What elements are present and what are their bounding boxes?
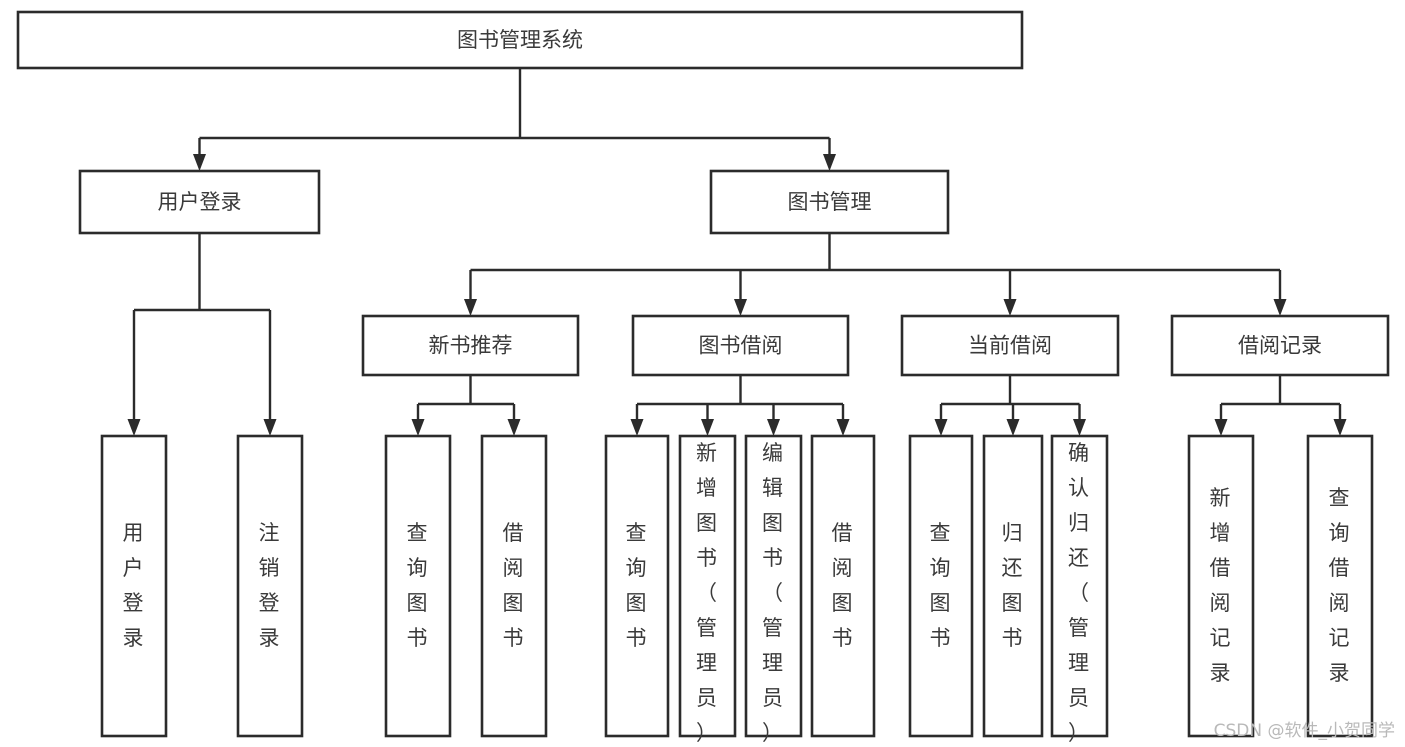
leaf-label-leaf-borrow-book: 借阅图书 (832, 521, 855, 650)
connectors-layer (127, 68, 1347, 436)
leaf-label-leaf-add-book-admin: 新增图书（管理员） (696, 441, 719, 745)
new-book-recommend-to-leaves-drop-0-arrowhead (411, 419, 425, 436)
node-book-management[interactable]: 图书管理 (709, 169, 950, 235)
leaf-leaf-return-book[interactable]: 归还图书 (982, 434, 1044, 738)
node-box-current-borrow (900, 314, 1120, 377)
leaf-leaf-query-book-borrow[interactable]: 查询图书 (604, 434, 670, 738)
book-borrow-to-leaves-drop-3-arrowhead (836, 419, 850, 436)
node-book-borrow[interactable]: 图书借阅 (631, 314, 850, 377)
node-label-book-management: 图书管理 (788, 190, 872, 214)
borrow-record-to-leaves-drop-1-arrowhead (1333, 419, 1347, 436)
userlogin-to-leaves-drop-1-arrowhead (263, 419, 277, 436)
leaf-leaf-logout[interactable]: 注销登录 (236, 434, 304, 738)
node-box-new-book-recommend (361, 314, 580, 377)
book-borrow-to-leaves-drop-2-arrowhead (767, 419, 780, 436)
node-box-root (16, 10, 1024, 70)
root-to-level2-drop-0-arrowhead (193, 154, 206, 171)
nodes-layer: 图书管理系统用户登录图书管理新书推荐图书借阅当前借阅借阅记录用户登录注销登录查询… (16, 10, 1390, 745)
node-root[interactable]: 图书管理系统 (16, 10, 1024, 70)
node-label-user-login: 用户登录 (158, 190, 242, 214)
node-new-book-recommend[interactable]: 新书推荐 (361, 314, 580, 377)
node-box-book-borrow (631, 314, 850, 377)
current-borrow-to-leaves-drop-1-arrowhead (1006, 419, 1020, 436)
leaf-box-leaf-confirm-return-admin (1050, 434, 1109, 738)
leaf-label-leaf-return-book: 归还图书 (1002, 521, 1025, 650)
leaf-leaf-query-book-current[interactable]: 查询图书 (908, 434, 974, 738)
leaf-label-leaf-confirm-return-admin: 确认归还（管理员） (1068, 441, 1091, 745)
bookmgmt-to-level3-drop-1-arrowhead (734, 299, 747, 316)
bookmgmt-to-level3-drop-3-arrowhead (1273, 299, 1287, 316)
borrow-record-to-leaves-drop-0-arrowhead (1214, 419, 1228, 436)
new-book-recommend-to-leaves-drop-1-arrowhead (507, 419, 521, 436)
leaf-box-leaf-user-login (100, 434, 168, 738)
book-borrow-to-leaves-drop-0-arrowhead (630, 419, 644, 436)
leaf-label-leaf-query-book-recommend: 查询图书 (407, 521, 430, 650)
root-to-level2-drop-1-arrowhead (823, 154, 836, 171)
leaf-label-leaf-borrow-book-recommend: 借阅图书 (503, 521, 526, 650)
node-box-borrow-record (1170, 314, 1390, 377)
leaf-label-leaf-logout: 注销登录 (259, 521, 282, 650)
node-box-book-management (709, 169, 950, 235)
node-label-current-borrow: 当前借阅 (968, 334, 1052, 358)
leaf-box-leaf-logout (236, 434, 304, 738)
bookmgmt-to-level3-drop-2-arrowhead (1003, 299, 1017, 316)
leaf-box-leaf-edit-book-admin (744, 434, 803, 738)
leaf-label-leaf-query-borrow-record: 查询借阅记录 (1329, 486, 1352, 685)
node-label-root: 图书管理系统 (457, 28, 583, 52)
leaf-box-leaf-query-book-recommend (384, 434, 452, 738)
leaf-leaf-borrow-book-recommend[interactable]: 借阅图书 (480, 434, 548, 738)
userlogin-to-leaves-drop-0-arrowhead (127, 419, 141, 436)
leaf-label-leaf-add-borrow-record: 新增借阅记录 (1210, 486, 1233, 685)
leaf-box-leaf-add-borrow-record (1187, 434, 1255, 738)
node-box-user-login (78, 169, 321, 235)
node-label-book-borrow: 图书借阅 (699, 334, 783, 358)
leaf-leaf-user-login[interactable]: 用户登录 (100, 434, 168, 738)
leaf-leaf-query-borrow-record[interactable]: 查询借阅记录 (1306, 434, 1374, 738)
leaf-leaf-edit-book-admin[interactable]: 编辑图书（管理员） (744, 434, 803, 745)
current-borrow-to-leaves-drop-0-arrowhead (934, 419, 948, 436)
leaf-label-leaf-edit-book-admin: 编辑图书（管理员） (762, 441, 785, 745)
leaf-box-leaf-query-book-borrow (604, 434, 670, 738)
bookmgmt-to-level3-drop-0-arrowhead (464, 299, 477, 316)
leaf-box-leaf-query-book-current (908, 434, 974, 738)
node-current-borrow[interactable]: 当前借阅 (900, 314, 1120, 377)
current-borrow-to-leaves-drop-2-arrowhead (1073, 419, 1086, 436)
node-borrow-record[interactable]: 借阅记录 (1170, 314, 1390, 377)
leaf-box-leaf-add-book-admin (678, 434, 737, 738)
node-label-borrow-record: 借阅记录 (1238, 334, 1322, 358)
leaf-box-leaf-borrow-book-recommend (480, 434, 548, 738)
leaf-leaf-borrow-book[interactable]: 借阅图书 (810, 434, 876, 738)
leaf-box-leaf-query-borrow-record (1306, 434, 1374, 738)
leaf-leaf-confirm-return-admin[interactable]: 确认归还（管理员） (1050, 434, 1109, 745)
book-borrow-to-leaves-drop-1-arrowhead (701, 419, 714, 436)
leaf-leaf-add-book-admin[interactable]: 新增图书（管理员） (678, 434, 737, 745)
leaf-leaf-query-book-recommend[interactable]: 查询图书 (384, 434, 452, 738)
leaf-box-leaf-return-book (982, 434, 1044, 738)
leaf-label-leaf-query-book-borrow: 查询图书 (626, 521, 649, 650)
leaf-box-leaf-borrow-book (810, 434, 876, 738)
node-label-new-book-recommend: 新书推荐 (429, 334, 513, 358)
leaf-label-leaf-query-book-current: 查询图书 (930, 521, 953, 650)
leaf-leaf-add-borrow-record[interactable]: 新增借阅记录 (1187, 434, 1255, 738)
node-user-login[interactable]: 用户登录 (78, 169, 321, 235)
leaf-label-leaf-user-login: 用户登录 (123, 521, 146, 650)
